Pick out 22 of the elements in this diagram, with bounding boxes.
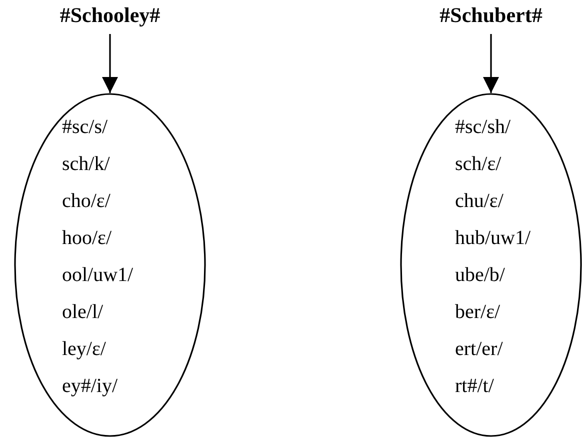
segment-label: cho/ε/ bbox=[62, 189, 110, 213]
arrow bbox=[483, 34, 499, 93]
word-heading: #Schubert# bbox=[438, 2, 544, 28]
segment-label: hub/uw1/ bbox=[455, 226, 531, 250]
segment-label: #sc/sh/ bbox=[455, 115, 511, 139]
segment-label: chu/ε/ bbox=[455, 189, 504, 213]
ellipse-node bbox=[400, 93, 582, 437]
ellipse-node bbox=[14, 93, 206, 437]
segment-label: ool/uw1/ bbox=[62, 263, 134, 287]
segment-label: ley/ε/ bbox=[62, 337, 106, 361]
segment-label: hoo/ε/ bbox=[62, 226, 112, 250]
segment-label: ole/l/ bbox=[62, 300, 104, 324]
segment-label: #sc/s/ bbox=[62, 115, 108, 139]
segment-label: sch/ε/ bbox=[455, 152, 502, 176]
segment-label: ey#/iy/ bbox=[62, 374, 118, 398]
segment-label: ber/ε/ bbox=[455, 300, 500, 324]
word-heading: #Schooley# bbox=[58, 2, 162, 28]
segment-label: rt#/t/ bbox=[455, 374, 494, 398]
arrow bbox=[102, 34, 118, 93]
segment-label: ert/er/ bbox=[455, 337, 503, 361]
segment-label: sch/k/ bbox=[62, 152, 110, 176]
segment-label: ube/b/ bbox=[455, 263, 505, 287]
